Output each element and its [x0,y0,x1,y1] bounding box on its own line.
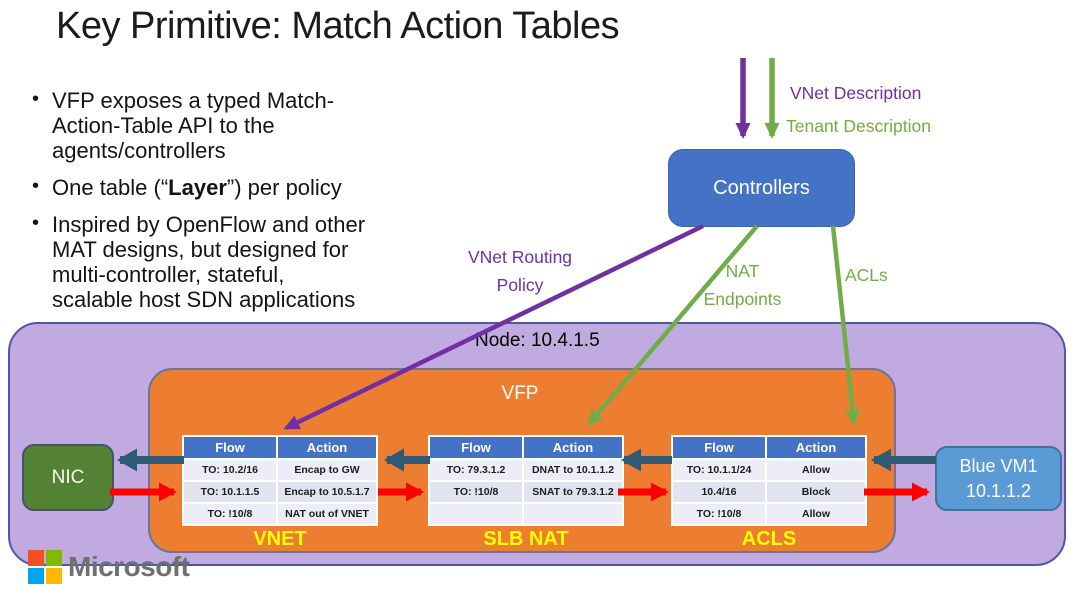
action-cell: Block [767,482,865,502]
slb-nat-table: Flow Action TO: 79.3.1.2 DNAT to 10.1.1.… [428,435,624,526]
table-row: TO: !10/8 Allow [673,504,865,524]
table-row: TO: 79.3.1.2 DNAT to 10.1.1.2 [430,460,622,480]
bullet-text: scalable host SDN applications [52,287,356,312]
bullet-text: Action-Table API to the [52,113,275,138]
vm-name: Blue VM1 [959,456,1038,477]
action-cell: Encap to 10.5.1.7 [278,482,376,502]
label-acls-policy: ACLs [845,265,888,285]
logo-square-yellow [46,568,62,584]
bullet-text: multi-controller, stateful, [52,262,285,287]
label-tenant-description: Tenant Description [786,116,931,136]
nic-label: NIC [51,466,85,488]
label-nat-endpoints: NAT Endpoints [703,261,782,309]
node-label: Node: 10.4.1.5 [475,330,600,351]
action-cell: DNAT to 10.1.1.2 [524,460,622,480]
label-vnet-description: VNet Description [790,83,922,103]
flow-cell: TO: 10.2/16 [184,460,276,480]
flow-cell: TO: 10.1.1.5 [184,482,276,502]
bullet-list: VFP exposes a typed Match- Action-Table … [30,87,500,324]
table-row: TO: !10/8 SNAT to 79.3.1.2 [430,482,622,502]
column-header-action: Action [524,437,622,458]
table-row: TO: 10.1.1.5 Encap to 10.5.1.7 [184,482,376,502]
microsoft-logo: Microsoft [28,550,190,584]
label-vnet-routing-policy: VNet Routing Policy [467,247,573,295]
logo-square-blue [28,568,44,584]
bullet-text: agents/controllers [52,138,226,163]
slb-nat-table-label: SLB NAT [483,528,569,550]
action-cell: Allow [767,504,865,524]
column-header-flow: Flow [184,437,276,458]
vm-ip: 10.1.1.2 [965,480,1032,501]
blue-vm1-box: Blue VM1 10.1.1.2 [935,446,1062,511]
microsoft-logo-icon [28,550,62,584]
logo-square-red [28,550,44,566]
bullet-text: VFP exposes a typed Match- [52,88,335,113]
bullet-item-vfp-api: VFP exposes a typed Match- Action-Table … [30,87,500,163]
bullet-text: MAT designs, but designed for [52,237,349,262]
microsoft-logo-text: Microsoft [68,551,190,582]
action-cell [524,504,622,524]
bullet-item-one-table-per-policy: One table (“Layer”) per policy [30,174,500,200]
flow-cell: TO: !10/8 [673,504,765,524]
flow-cell: TO: !10/8 [184,504,276,524]
acls-table: Flow Action TO: 10.1.1/24 Allow 10.4/16 … [671,435,867,526]
controllers-label: Controllers [713,176,810,199]
flow-cell [430,504,522,524]
bullet-text: Inspired by OpenFlow and other [52,212,366,237]
bullet-item-inspired-by-openflow: Inspired by OpenFlow and other MAT desig… [30,211,500,312]
action-cell: SNAT to 79.3.1.2 [524,482,622,502]
column-header-action: Action [767,437,865,458]
table-row: TO: 10.1.1/24 Allow [673,460,865,480]
action-cell: Allow [767,460,865,480]
flow-cell: TO: 79.3.1.2 [430,460,522,480]
flow-cell: TO: !10/8 [430,482,522,502]
vnet-table-label: VNET [253,528,307,550]
action-cell: Encap to GW [278,460,376,480]
nic-box: NIC [22,444,114,511]
vfp-label: VFP [501,383,539,404]
bullet-text: One table (“Layer”) per policy [52,175,342,200]
flow-cell: 10.4/16 [673,482,765,502]
table-row: 10.4/16 Block [673,482,865,502]
controllers-box: Controllers [668,149,855,227]
table-row-empty [430,504,622,524]
acls-table-label: ACLS [741,528,797,550]
column-header-flow: Flow [430,437,522,458]
logo-square-green [46,550,62,566]
table-row: TO: 10.2/16 Encap to GW [184,460,376,480]
table-row: TO: !10/8 NAT out of VNET [184,504,376,524]
vnet-table: Flow Action TO: 10.2/16 Encap to GW TO: … [182,435,378,526]
column-header-action: Action [278,437,376,458]
column-header-flow: Flow [673,437,765,458]
flow-cell: TO: 10.1.1/24 [673,460,765,480]
page-title: Key Primitive: Match Action Tables [56,5,620,47]
action-cell: NAT out of VNET [278,504,376,524]
